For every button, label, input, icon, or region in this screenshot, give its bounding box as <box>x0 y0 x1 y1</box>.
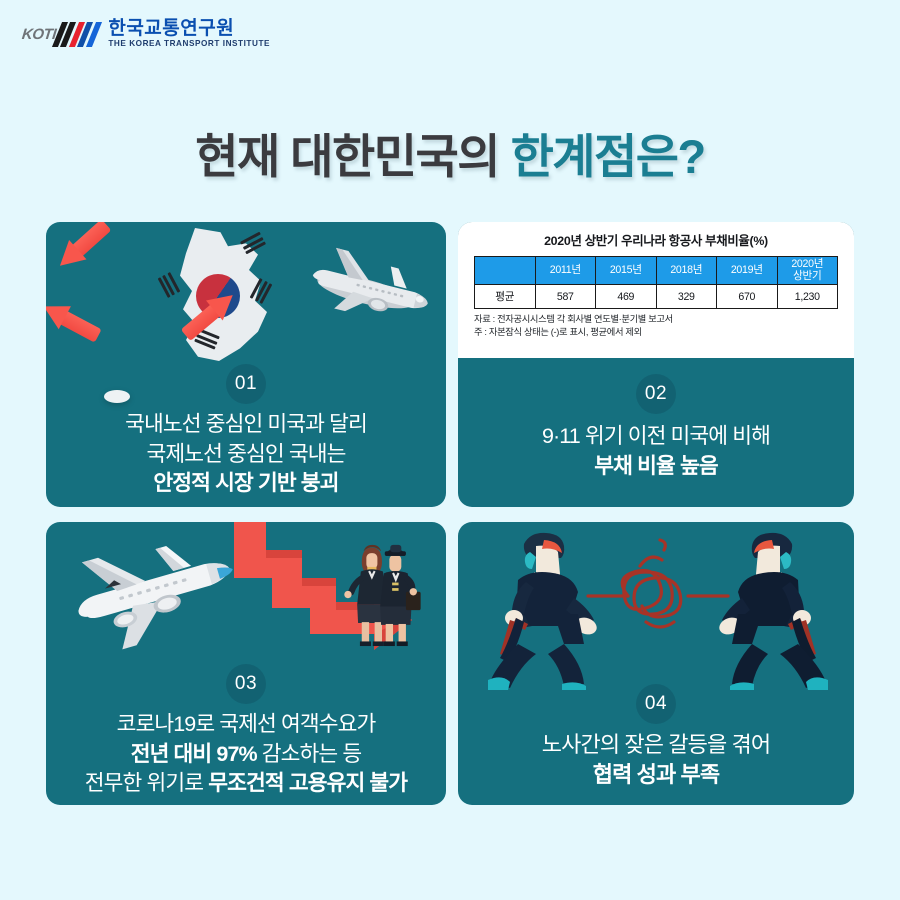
koti-wordmark: KOTI <box>21 25 57 43</box>
table-header-blank <box>474 256 536 285</box>
red-arrow-down-left-icon <box>46 294 104 347</box>
caption-line: 국내노선 중심인 미국과 달리 <box>125 412 368 436</box>
airplane-icon <box>312 247 428 312</box>
cell-2011: 587 <box>534 284 596 309</box>
card-02-caption: 9·11 위기 이전 미국에 비해 부채 비율 높음 <box>458 414 854 481</box>
debt-ratio-table-panel: 2020년 상반기 우리나라 항공사 부채비율(%) 2011년 2015년 2… <box>458 222 854 358</box>
page-title-accent: 한계점은? <box>510 130 707 183</box>
card-01-number-badge: 01 <box>226 364 266 404</box>
businessman-right-figure <box>719 532 828 690</box>
caption-line: 9·11 위기 이전 미국에 비해 <box>541 424 771 448</box>
red-arrow-up-left-icon <box>51 222 114 276</box>
table-header-2020h1: 2020년 상반기 <box>776 256 838 285</box>
caption-segment-bold: 무조건적 고용유지 불가 <box>208 771 408 796</box>
logo-korean-name: 한국교통연구원 <box>108 18 235 40</box>
card-03-illustration <box>46 522 446 670</box>
cell-2018: 329 <box>655 284 717 309</box>
card-01[interactable]: 01 국내노선 중심인 미국과 달리 국제노선 중심인 국내는 안정적 시장 기… <box>46 222 446 507</box>
logo-english-name: THE KOREA TRANSPORT INSTITUTE <box>108 39 271 49</box>
card-03-number-badge: 03 <box>226 664 266 704</box>
card-04-caption: 노사간의 잦은 갈등을 겪어 협력 성과 부족 <box>458 724 854 791</box>
airline-crew-icon <box>344 544 421 647</box>
card-01-illustration <box>46 222 446 403</box>
caption-segment: 전무한 위기로 <box>84 771 209 796</box>
caption-line-bold: 협력 성과 부족 <box>592 762 720 788</box>
card-02[interactable]: 2020년 상반기 우리나라 항공사 부채비율(%) 2011년 2015년 2… <box>458 222 854 507</box>
card-04-illustration <box>458 522 854 690</box>
header-2020-line1: 2020년 <box>791 258 824 271</box>
table-note-remark: 주 : 자본잠식 상태는 (-)로 표시, 평균에서 제외 <box>474 327 642 338</box>
page-title-dark: 현재 대한민국의 <box>195 130 511 183</box>
card-04[interactable]: 04 노사간의 잦은 갈등을 겪어 협력 성과 부족 <box>458 522 854 805</box>
logo-stripes-icon <box>51 21 102 47</box>
table-title: 2020년 상반기 우리나라 항공사 부채비율(%) <box>544 234 768 248</box>
jeju-island-icon <box>104 390 130 403</box>
caption-line: 노사간의 잦은 갈등을 겪어 <box>541 732 771 757</box>
table-header-2015: 2015년 <box>595 256 657 285</box>
tug-of-war-icon <box>488 532 828 690</box>
debt-ratio-table: 2011년 2015년 2018년 2019년 2020년 상반기 평균 587 <box>474 256 838 309</box>
card-03[interactable]: 03 코로나19로 국제선 여객수요가 전년 대비 97% 감소하는 등 전무한… <box>46 522 446 805</box>
cell-2020h1: 1,230 <box>776 284 838 309</box>
tangled-rope-icon <box>586 538 730 629</box>
cell-2019: 670 <box>716 284 778 309</box>
page-title: 현재 대한민국의 한계점은? <box>0 118 900 187</box>
trigram-icon <box>157 272 181 298</box>
row-label-average: 평균 <box>474 284 536 309</box>
businessman-left-figure <box>488 532 597 690</box>
caption-line-bold: 안정적 시장 기반 붕괴 <box>153 471 339 496</box>
korea-map-icon <box>150 228 300 368</box>
table-header-2018: 2018년 <box>655 256 717 285</box>
table-header-row: 2011년 2015년 2018년 2019년 2020년 상반기 <box>474 256 838 285</box>
koti-logo: KOTI 한국교통연구원 THE KOREA TRANSPORT INSTITU… <box>21 14 270 54</box>
caption-segment: 감소하는 등 <box>256 741 362 766</box>
table-row: 평균 587 469 329 670 1,230 <box>474 284 838 309</box>
card-03-caption: 코로나19로 국제선 여객수요가 전년 대비 97% 감소하는 등 전무한 위기… <box>46 704 446 799</box>
card-04-number-badge: 04 <box>636 684 676 724</box>
table-notes: 자료 : 전자공시시스템 각 회사별 연도별·분기별 보고서 주 : 자본잠식 … <box>474 313 838 340</box>
header-2020-line2: 상반기 <box>793 269 822 282</box>
card-01-caption: 국내노선 중심인 미국과 달리 국제노선 중심인 국내는 안정적 시장 기반 붕… <box>46 404 446 499</box>
caption-segment-bold: 전년 대비 97% <box>130 741 258 766</box>
table-header-2019: 2019년 <box>716 256 778 285</box>
flight-attendant-figure <box>344 544 387 647</box>
card-grid: 01 국내노선 중심인 미국과 달리 국제노선 중심인 국내는 안정적 시장 기… <box>46 222 854 805</box>
logo-institute-names: 한국교통연구원 THE KOREA TRANSPORT INSTITUTE <box>108 19 270 48</box>
caption-line-bold: 부채 비율 높음 <box>594 453 718 478</box>
airplane-icon <box>78 546 233 650</box>
caption-line: 코로나19로 국제선 여객수요가 <box>116 712 377 736</box>
card-02-number-badge: 02 <box>636 374 676 414</box>
caption-line: 국제노선 중심인 국내는 <box>146 441 347 466</box>
cell-2015: 469 <box>595 284 657 309</box>
table-header-2011: 2011년 <box>534 256 596 285</box>
table-note-source: 자료 : 전자공시시스템 각 회사별 연도별·분기별 보고서 <box>474 314 673 324</box>
pilot-figure <box>380 544 421 647</box>
